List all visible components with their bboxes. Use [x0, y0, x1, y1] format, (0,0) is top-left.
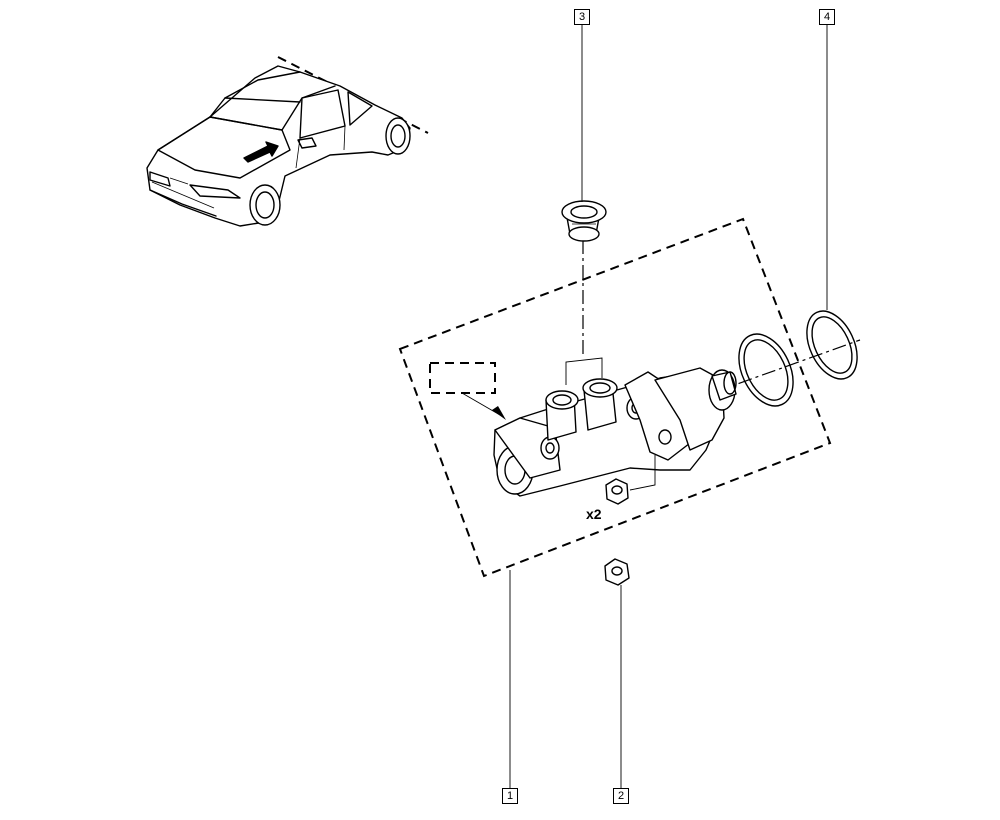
master-cylinder [493, 357, 737, 497]
nut-loose [604, 558, 630, 586]
callout-4: 4 [819, 9, 835, 25]
o-ring-seals [738, 310, 858, 407]
callout-1: 1 [502, 788, 518, 804]
quantity-label: x2 [586, 506, 602, 522]
reservoir-grommet [561, 200, 607, 242]
callout-3: 3 [574, 9, 590, 25]
assembly-boundary [398, 217, 832, 578]
callout-2: 2 [613, 788, 629, 804]
detail-box [429, 362, 496, 394]
car-location-illustration [146, 56, 429, 227]
nut-inside-assembly [605, 478, 629, 505]
